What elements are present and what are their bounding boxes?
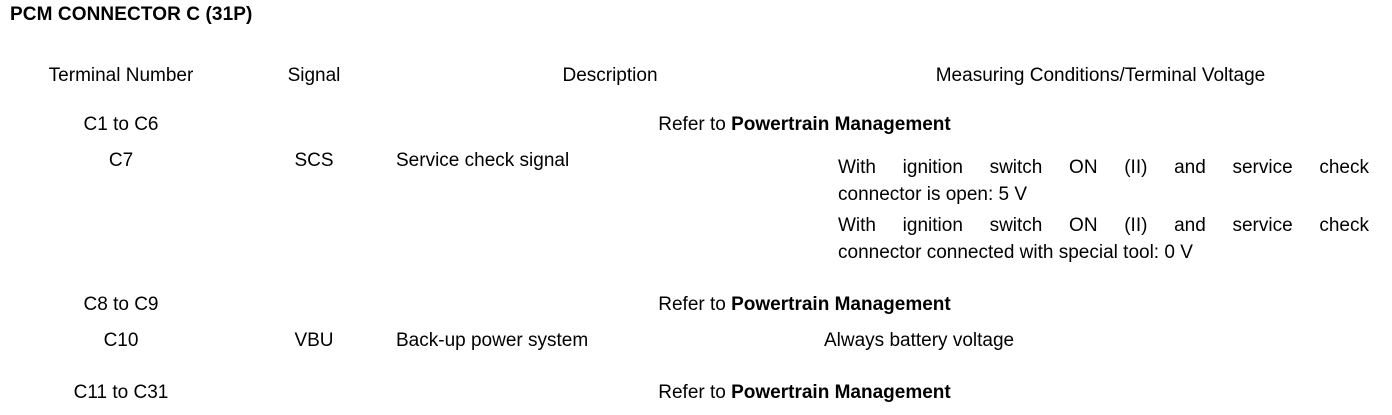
cell-refer-note: Refer to Powertrain Management — [232, 370, 1377, 415]
column-header-measuring-conditions: Measuring Conditions/Terminal Voltage — [935, 65, 1266, 86]
cell-measuring-conditions: Always battery voltage — [824, 330, 1015, 351]
column-header-terminal-number: Terminal Number — [48, 65, 194, 86]
cell-signal: SCS — [294, 150, 334, 171]
pcm-connector-table: Terminal Number Signal Description Measu… — [10, 50, 1377, 415]
measuring-condition-item: With ignition switch ON (II) and service… — [838, 154, 1369, 208]
page-title: PCM CONNECTOR C (31P) — [10, 4, 253, 25]
cell-terminal-number: C11 to C31 — [73, 382, 169, 403]
table-header-row: Terminal Number Signal Description Measu… — [10, 50, 1377, 102]
cell-refer-note: Refer to Powertrain Management — [232, 102, 1377, 147]
cell-refer-note: Refer to Powertrain Management — [232, 282, 1377, 327]
cell-terminal-number: C8 to C9 — [83, 294, 159, 315]
column-header-description: Description — [562, 65, 658, 86]
cell-description: Back-up power system — [396, 330, 589, 351]
cell-signal: VBU — [294, 330, 334, 351]
table-row: C11 to C31 Refer to Powertrain Managemen… — [10, 370, 1377, 415]
measuring-conditions-list: With ignition switch ON (II) and service… — [824, 147, 1377, 266]
cell-terminal-number: C1 to C6 — [83, 114, 159, 135]
table-row: C10 VBU Back-up power system Always batt… — [10, 327, 1377, 370]
measuring-condition-line: connector is open: 5 V — [838, 184, 1028, 205]
pcm-connector-table-wrapper: Terminal Number Signal Description Measu… — [10, 50, 1377, 415]
measuring-condition-line: connector connected with special tool: 0… — [838, 242, 1193, 263]
cell-terminal-number: C10 — [103, 330, 139, 351]
cell-measuring-conditions: With ignition switch ON (II) and service… — [824, 147, 1377, 282]
refer-prefix: Refer to — [658, 114, 732, 135]
cell-description: Service check signal — [396, 150, 570, 171]
refer-target: Powertrain Management — [731, 114, 951, 135]
table-row: C1 to C6 Refer to Powertrain Management — [10, 102, 1377, 147]
refer-target: Powertrain Management — [731, 294, 951, 315]
cell-terminal-number: C7 — [108, 150, 134, 171]
measuring-condition-item: With ignition switch ON (II) and service… — [838, 212, 1369, 266]
refer-prefix: Refer to — [658, 382, 732, 403]
table-row: C8 to C9 Refer to Powertrain Management — [10, 282, 1377, 327]
column-header-signal: Signal — [287, 65, 341, 86]
refer-prefix: Refer to — [658, 294, 732, 315]
measuring-condition-line: With ignition switch ON (II) and service… — [838, 157, 1369, 178]
refer-target: Powertrain Management — [731, 382, 951, 403]
measuring-condition-line: With ignition switch ON (II) and service… — [838, 215, 1369, 236]
table-row: C7 SCS Service check signal With ignitio… — [10, 147, 1377, 282]
